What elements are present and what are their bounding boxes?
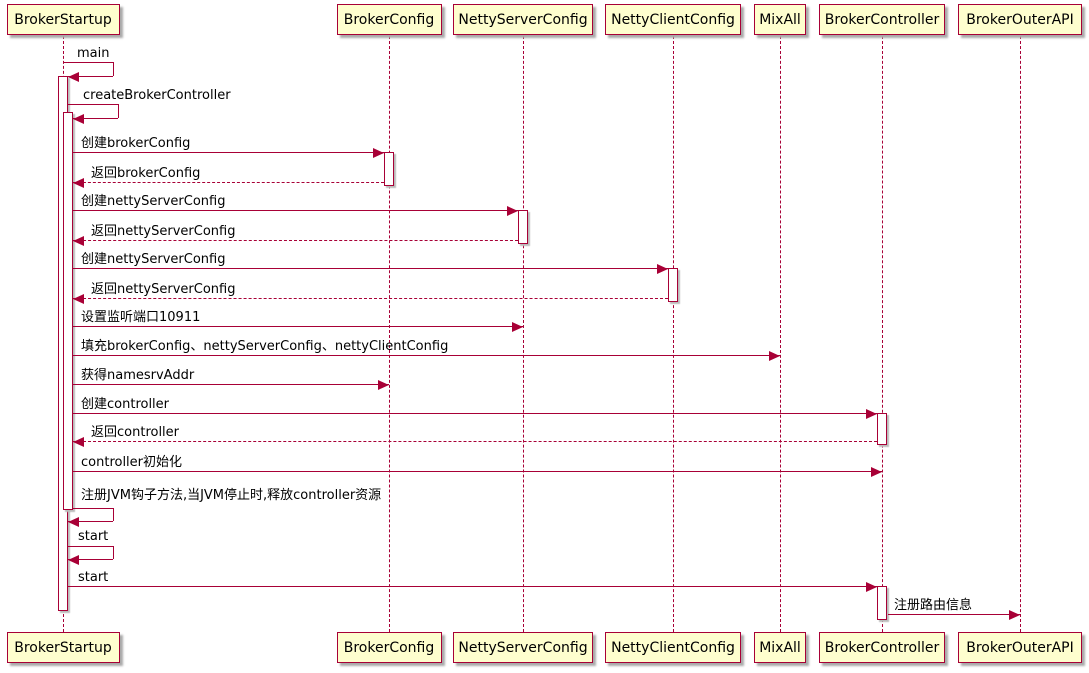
self-message-line-bottom [73, 118, 118, 119]
message-label: 返回controller [91, 425, 180, 440]
message-label: 注册JVM钩子方法,当JVM停止时,释放controller资源 [81, 488, 382, 503]
message-label: 创建brokerConfig [81, 136, 191, 151]
self-message-arrowhead [68, 555, 79, 565]
self-message-line-side [113, 508, 114, 521]
message-arrow-return [73, 240, 518, 241]
participant-box-bottom-MixAll: MixAll [754, 632, 806, 663]
message-label: 返回nettyServerConfig [91, 282, 236, 297]
message-arrow-call [73, 413, 877, 414]
message-label: 注册路由信息 [894, 598, 973, 613]
message-label: createBrokerController [83, 88, 231, 103]
self-message-line-top [63, 62, 113, 63]
message-label: controller初始化 [81, 455, 183, 470]
participant-box-top-NettyClientConfig: NettyClientConfig [605, 4, 741, 35]
lifeline-NettyServerConfig [523, 36, 524, 632]
lifeline-BrokerConfig [389, 36, 390, 632]
message-arrow-call [73, 326, 523, 327]
message-arrow-call [73, 384, 389, 385]
participant-box-top-NettyServerConfig: NettyServerConfig [453, 4, 593, 35]
message-arrow-call [68, 586, 877, 587]
message-arrow-call [73, 471, 882, 472]
lifeline-BrokerController [882, 36, 883, 632]
participant-box-bottom-BrokerOuterAPI: BrokerOuterAPI [958, 632, 1082, 663]
participant-box-top-BrokerController: BrokerController [819, 4, 945, 35]
message-arrow-call [888, 614, 1020, 615]
message-label: 创建nettyServerConfig [81, 252, 226, 267]
activation-bar-NettyServerConfig [518, 210, 528, 244]
participant-box-top-MixAll: MixAll [754, 4, 806, 35]
lifeline-NettyClientConfig [673, 36, 674, 632]
message-arrowhead [373, 148, 384, 158]
message-arrow-return [73, 441, 877, 442]
message-arrow-call [73, 152, 384, 153]
message-arrowhead [73, 178, 84, 188]
activation-bar-BrokerConfig [384, 152, 394, 186]
self-message-arrowhead [68, 517, 79, 527]
participant-box-top-BrokerOuterAPI: BrokerOuterAPI [958, 4, 1082, 35]
participant-box-bottom-BrokerController: BrokerController [819, 632, 945, 663]
message-arrowhead [871, 467, 882, 477]
lifeline-MixAll [780, 36, 781, 632]
self-message-line-side [118, 104, 119, 118]
message-arrow-return [73, 182, 384, 183]
participant-box-bottom-BrokerStartup: BrokerStartup [6, 632, 120, 663]
message-label: start [78, 570, 109, 585]
self-message-line-side [113, 546, 114, 559]
message-arrowhead [73, 437, 84, 447]
participant-box-bottom-BrokerConfig: BrokerConfig [336, 632, 442, 663]
self-message-line-side [113, 62, 114, 76]
message-label: main [77, 46, 110, 61]
message-arrowhead [866, 582, 877, 592]
self-message-line-top [68, 546, 113, 547]
message-arrowhead [73, 294, 84, 304]
message-arrow-call [73, 355, 780, 356]
activation-bar-BrokerController [877, 586, 887, 620]
message-arrow-return [73, 298, 668, 299]
participant-box-top-BrokerConfig: BrokerConfig [336, 4, 442, 35]
message-label: 创建nettyServerConfig [81, 194, 226, 209]
lifeline-BrokerOuterAPI [1020, 36, 1021, 632]
message-label: 填充brokerConfig、nettyServerConfig、nettyCl… [81, 339, 449, 354]
self-message-line-bottom [68, 76, 113, 77]
self-message-arrowhead [68, 72, 79, 82]
self-message-line-top [68, 104, 118, 105]
participant-box-bottom-NettyServerConfig: NettyServerConfig [453, 632, 593, 663]
message-label: 设置监听端口10911 [81, 310, 201, 325]
message-label: 获得namesrvAddr [81, 368, 195, 383]
message-arrow-call [73, 210, 518, 211]
activation-bar-NettyClientConfig [668, 268, 678, 302]
message-label: start [78, 529, 109, 544]
message-arrowhead [866, 409, 877, 419]
self-message-line-bottom [68, 559, 113, 560]
self-message-arrowhead [73, 114, 84, 124]
participant-box-top-BrokerStartup: BrokerStartup [6, 4, 120, 35]
message-arrowhead [507, 206, 518, 216]
self-message-line-top [73, 508, 113, 509]
activation-bar-BrokerStartup [63, 112, 73, 510]
message-arrowhead [73, 236, 84, 246]
message-arrowhead [512, 322, 523, 332]
message-label: 返回brokerConfig [91, 166, 201, 181]
message-label: 返回nettyServerConfig [91, 224, 236, 239]
message-label: 创建controller [81, 397, 170, 412]
activation-bar-BrokerController [877, 413, 887, 445]
message-arrowhead [657, 264, 668, 274]
message-arrow-call [73, 268, 668, 269]
message-arrowhead [769, 351, 780, 361]
participant-box-bottom-NettyClientConfig: NettyClientConfig [605, 632, 741, 663]
message-arrowhead [378, 380, 389, 390]
self-message-line-bottom [68, 521, 113, 522]
message-arrowhead [1009, 610, 1020, 620]
